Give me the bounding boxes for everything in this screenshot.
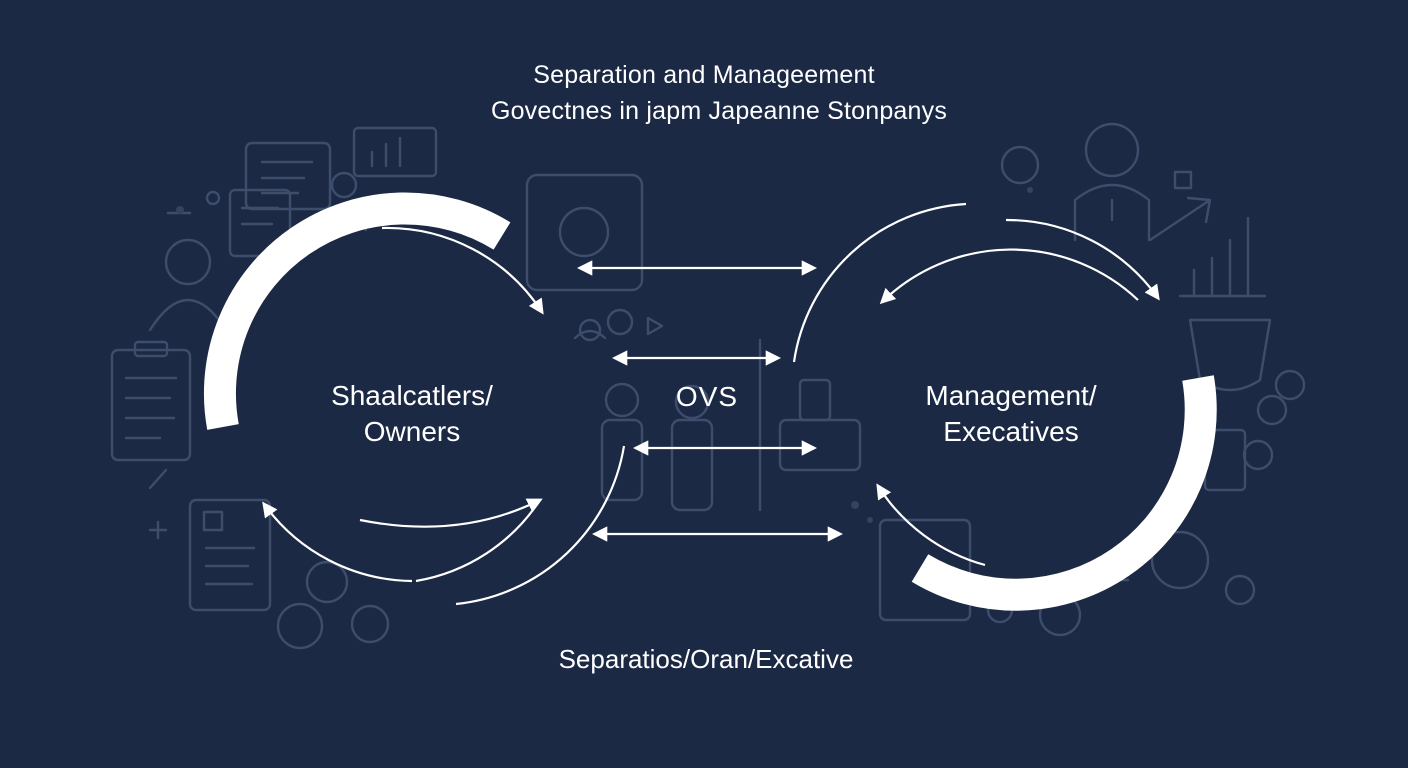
center-label: OVS	[675, 381, 739, 412]
diagram-title-line-2: Govectnes in japm Japeanne Stonpanys	[490, 97, 948, 125]
left-cycle-thick-arc	[203, 192, 511, 430]
left-cycle-arrow-bottom-right	[359, 498, 543, 528]
dollar-coin-icon	[276, 602, 324, 650]
team-icon	[578, 318, 602, 342]
clipboard-icon	[110, 348, 192, 462]
node-right-line-2: Execatives	[943, 416, 1079, 447]
growth-chart-icon	[1148, 196, 1212, 242]
right-cycle-arrow-bottom	[876, 483, 986, 567]
node-shareholders-owners: Shaalcatlers/ Owners	[262, 378, 562, 450]
user-icon	[330, 171, 358, 199]
settings-panel-icon	[525, 173, 644, 292]
right-cycle-arc-top-left	[792, 202, 967, 363]
footer-caption: Separatios/Oran/Excative	[558, 644, 854, 674]
right-cycle-thick-arc	[911, 375, 1217, 611]
briefcase-person-icon	[1084, 122, 1140, 178]
bar-chart-icon	[352, 126, 438, 178]
diagram-title-line-1: Separation and Manageement	[533, 61, 875, 89]
node-left-line-1: Shaalcatlers/	[331, 380, 493, 411]
right-cycle-arrow-top-left	[879, 248, 1139, 305]
node-left-line-2: Owners	[363, 416, 461, 447]
question-bubble-icon	[305, 560, 349, 604]
left-cycle-outer-arc	[455, 445, 626, 606]
node-management-executives: Management/ Execatives	[861, 378, 1161, 450]
presenter-icon	[164, 238, 212, 286]
left-cycle-arc-bottom	[415, 499, 541, 583]
left-cycle-arrow-bottom-left	[262, 501, 413, 583]
left-cycle-arrow-top	[381, 226, 544, 315]
right-cycle-arrow-top-right	[1005, 218, 1160, 301]
node-right-line-1: Management/	[925, 380, 1097, 411]
speech-bubble-icon	[1150, 530, 1210, 590]
facebook-icon	[350, 604, 390, 644]
document-icon	[244, 141, 332, 211]
